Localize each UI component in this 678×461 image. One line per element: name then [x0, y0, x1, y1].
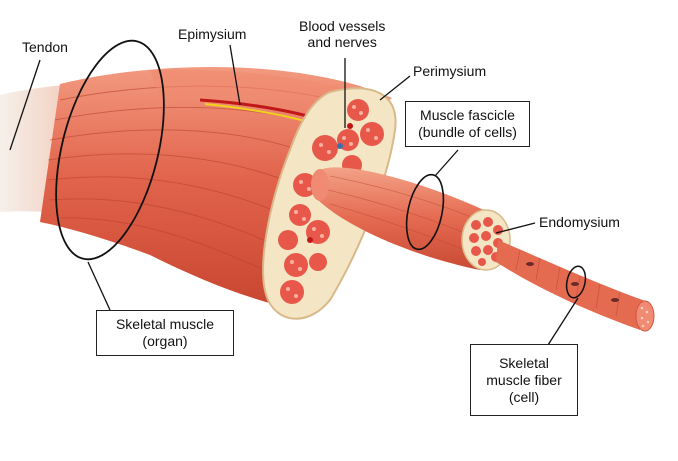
leader-lines	[9, 44, 579, 346]
fiber-box-line1: Skeletal	[499, 354, 549, 371]
fiber-striations	[515, 249, 621, 317]
endomysium-label: Endomysium	[539, 214, 620, 230]
fascicle-box-line2: (bundle of cells)	[418, 124, 517, 140]
fascicle-box-line1: Muscle fascicle	[420, 107, 515, 123]
fiber-box-line2: muscle fiber	[486, 371, 562, 388]
skeletal-muscle-fiber-box: Skeletal muscle fiber (cell)	[470, 344, 578, 416]
fascicle-end	[311, 169, 329, 201]
fiber-dots	[286, 105, 378, 298]
fiber-box-line3: (cell)	[508, 388, 540, 405]
fascicle-loop	[405, 173, 445, 251]
blood-vessels-line2: and nerves	[307, 34, 377, 50]
perimysium-leader	[379, 75, 411, 101]
tendon-label: Tendon	[22, 39, 68, 55]
epimysium-leader	[229, 44, 241, 106]
vessel-dot	[307, 237, 313, 243]
epimysium-sheath	[150, 69, 360, 100]
fiber-loop	[565, 265, 587, 299]
vessel-dot	[347, 123, 353, 129]
organ-leader	[87, 261, 111, 311]
organ-box-line1: Skeletal muscle	[115, 316, 215, 332]
endomysium-leader	[495, 222, 536, 234]
fiber-leader	[547, 297, 579, 346]
blood-vessels-line1: Blood vessels	[299, 18, 386, 34]
fascicle-bundles	[278, 99, 384, 304]
skeletal-muscle-organ-box: Skeletal muscle (organ)	[96, 310, 234, 356]
vessel-dot	[337, 143, 343, 149]
fiber-end	[635, 300, 655, 332]
epimysium-label: Epimysium	[178, 26, 247, 42]
blood-vessels-label: Blood vessels and nerves	[299, 18, 385, 50]
fiber-nuclei	[526, 262, 619, 302]
organ-loop	[55, 39, 165, 261]
organ-box-line2: (organ)	[142, 333, 188, 349]
tendon-leader	[9, 59, 41, 151]
myofibril-dots	[640, 306, 650, 328]
muscle-fascicle-box: Muscle fascicle (bundle of cells)	[405, 101, 530, 147]
perimysium-label: Perimysium	[413, 63, 487, 79]
fascicle-leader	[434, 149, 459, 177]
fascicle-shape	[318, 167, 488, 270]
